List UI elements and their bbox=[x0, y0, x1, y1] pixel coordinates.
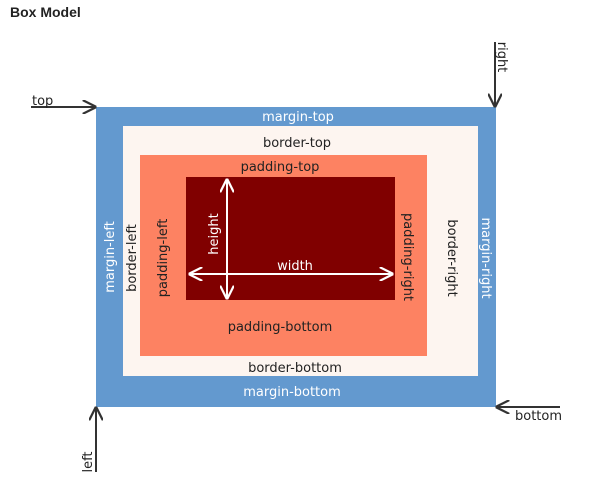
border-top-label: border-top bbox=[263, 136, 331, 151]
border-left-label: border-left bbox=[125, 224, 140, 292]
margin-bottom-label: margin-bottom bbox=[243, 385, 341, 400]
padding-left-label: padding-left bbox=[156, 219, 171, 298]
width-label: width bbox=[277, 259, 313, 274]
left-label: left bbox=[81, 451, 96, 472]
diagram-title: Box Model bbox=[10, 4, 81, 20]
right-label: right bbox=[494, 42, 509, 73]
border-bottom-label: border-bottom bbox=[248, 361, 342, 376]
border-right-label: border-right bbox=[444, 219, 459, 296]
padding-bottom-label: padding-bottom bbox=[228, 320, 333, 335]
margin-left-label: margin-left bbox=[103, 221, 118, 293]
margin-right-label: margin-right bbox=[478, 217, 493, 298]
bottom-label: bottom bbox=[515, 409, 562, 424]
margin-top-label: margin-top bbox=[262, 110, 334, 125]
padding-top-label: padding-top bbox=[241, 160, 320, 175]
top-label: top bbox=[32, 94, 53, 109]
height-label: height bbox=[207, 213, 222, 254]
padding-right-label: padding-right bbox=[400, 213, 415, 301]
